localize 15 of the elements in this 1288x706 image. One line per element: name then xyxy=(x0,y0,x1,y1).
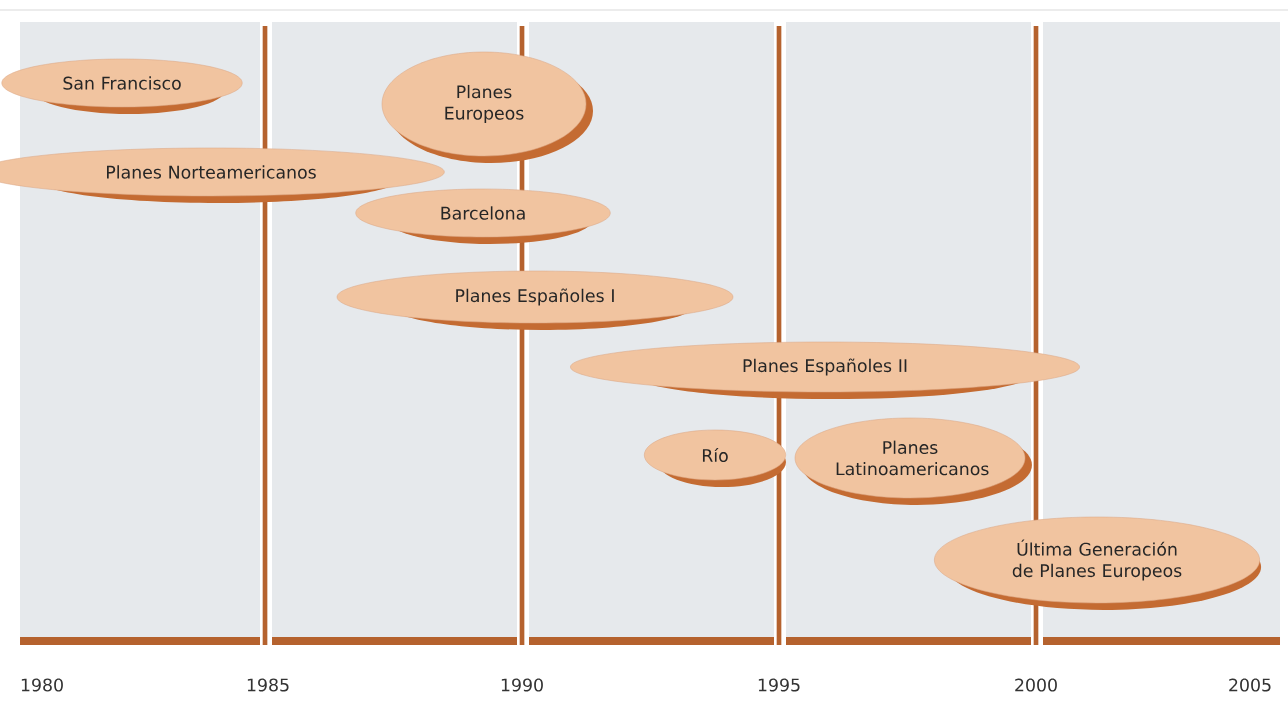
year-label: 1990 xyxy=(501,678,543,692)
year-label: 1995 xyxy=(758,678,800,692)
year-label: 1985 xyxy=(247,678,289,692)
ellipse-label: Planes Españoles I xyxy=(336,270,734,330)
year-label: 2000 xyxy=(1015,678,1057,692)
ellipse-label: Planes Norteamericanos xyxy=(0,147,445,203)
year-label: 2005 xyxy=(1229,678,1271,692)
ellipse-label: Río xyxy=(644,429,786,488)
ellipse-label: San Francisco xyxy=(1,58,243,114)
ellipse-label: Planes Latinoamericanos xyxy=(794,417,1032,505)
ellipse-label: Planes Españoles II xyxy=(570,341,1080,400)
ellipse-label: Última Generación de Planes Europeos xyxy=(934,516,1262,610)
ellipse-label: Planes Europeos xyxy=(381,51,593,163)
ellipse-label: Barcelona xyxy=(355,188,611,244)
year-label: 1980 xyxy=(21,678,63,692)
